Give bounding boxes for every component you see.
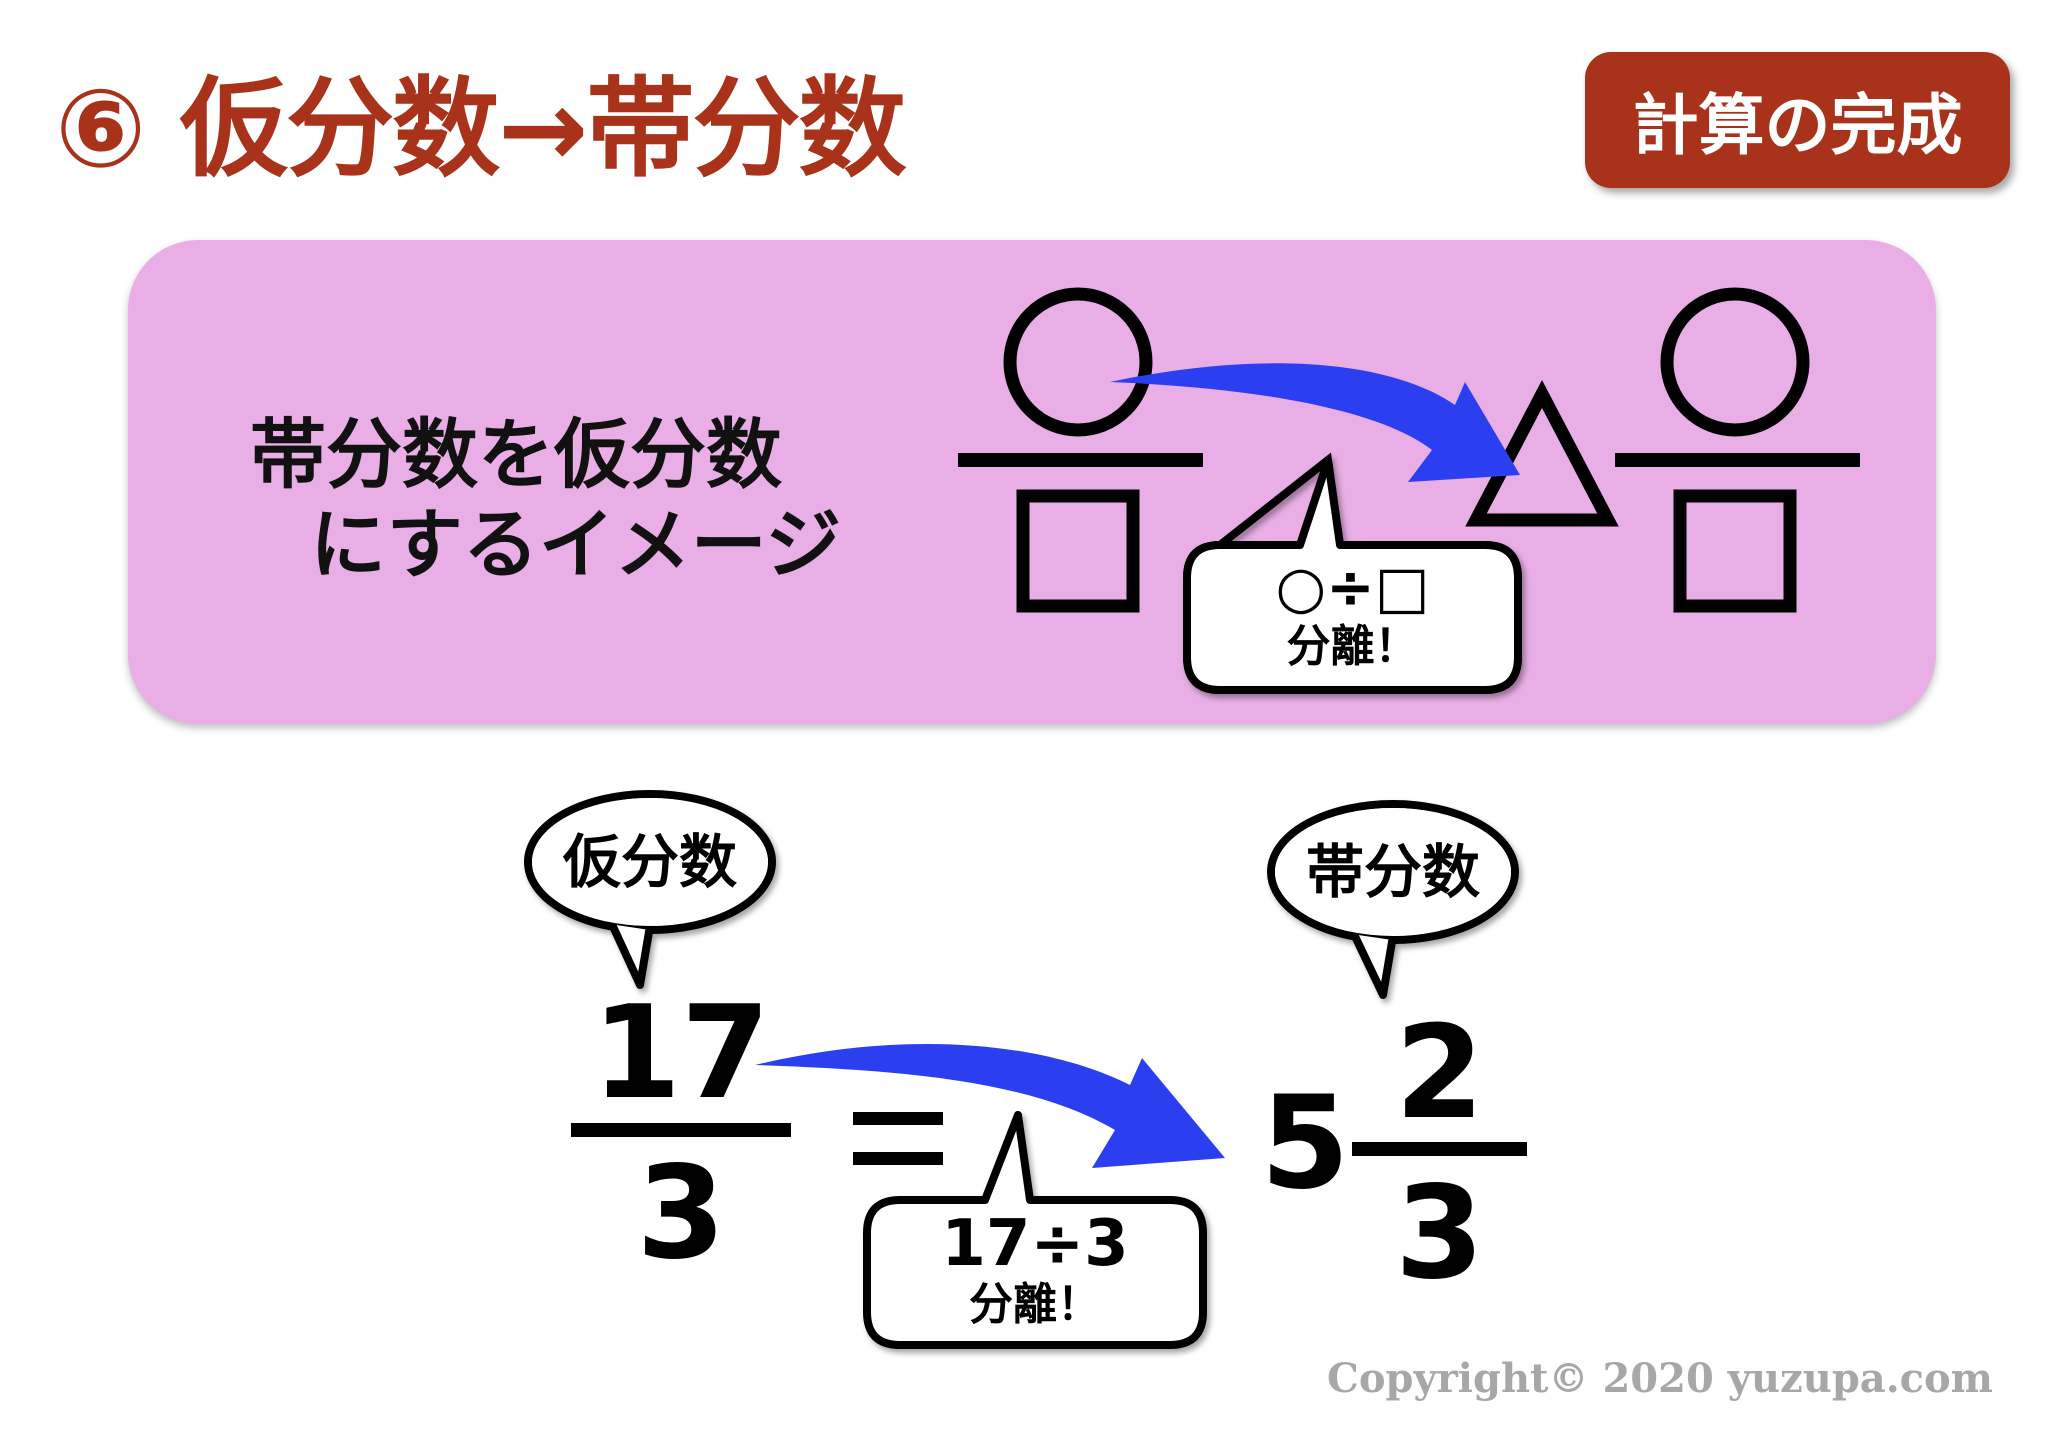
panel-speech-bubble [1183,452,1522,694]
fraction-bar-improper [571,1123,791,1137]
example-bubble-note: 分離！ [969,1279,1101,1330]
copyright-text: Copyright© 2020 yuzupa.com [1327,1355,1993,1402]
square-symbol-left [1016,489,1140,613]
mixed-label-bubble [1267,800,1519,999]
mixed-numerator: 2 [1394,999,1485,1148]
panel-bubble-expression: ○÷□ [1275,553,1430,621]
fraction-bar-left [958,453,1203,467]
fraction-bar-mixed [1352,1142,1527,1156]
arrow-icon-panel [1110,363,1520,482]
improper-denominator: 3 [636,1139,726,1288]
fraction-bar-right [1615,453,1860,467]
square-symbol-right [1673,489,1797,613]
panel-caption-line1: 帯分数を仮分数 [250,410,782,499]
circle-symbol-right [1660,287,1810,437]
page-title: ⑥ 仮分数→帯分数 [55,67,907,192]
mixed-whole: 5 [1260,1069,1350,1218]
equals-line-top [853,1112,943,1125]
improper-numerator: 17 [591,979,771,1128]
improper-fraction-label: 仮分数 [562,828,737,896]
example-bubble-expression: 17÷3 [941,1207,1129,1281]
improper-label-bubble [524,790,776,989]
mixed-number-label: 帯分数 [1305,838,1480,906]
panel-caption: 帯分数を仮分数 にするイメージ [250,410,870,590]
equals-line-bottom [853,1152,943,1165]
arrow-icon-example [755,1043,1225,1168]
panel-bubble-note: 分離！ [1286,621,1419,672]
example-speech-bubble [863,1111,1207,1349]
section-badge: 計算の完成 [1585,52,2010,188]
mixed-denominator: 3 [1394,1159,1485,1308]
circle-symbol-left [1003,287,1153,437]
panel-caption-line2: にするイメージ [310,500,842,589]
